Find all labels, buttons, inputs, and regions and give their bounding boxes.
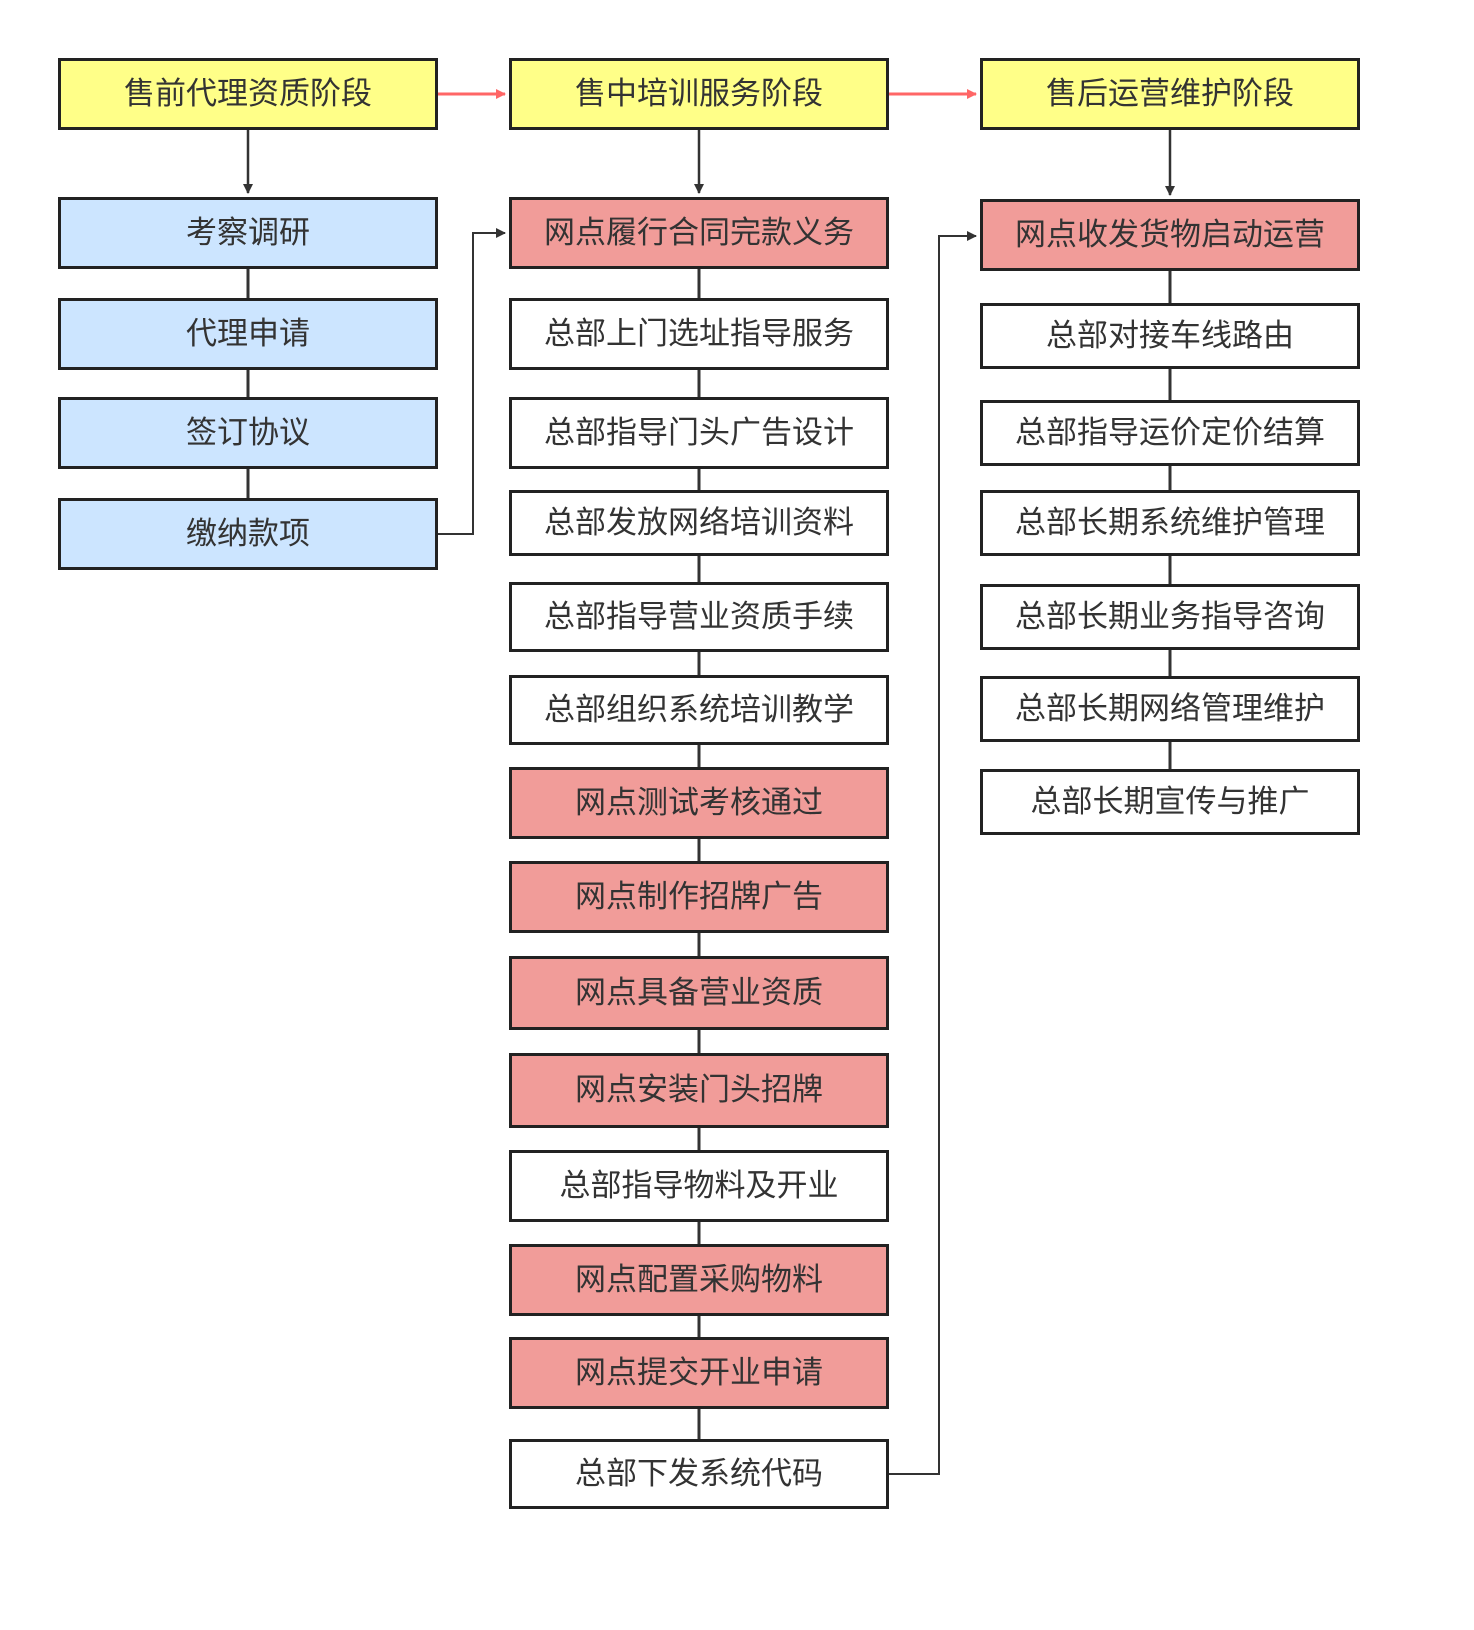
step-pricing-settlement: 总部指导运价定价结算 [980,400,1360,466]
elbow-arrow-pre-to-in [438,228,506,535]
step-license-procedures: 总部指导营业资质手续 [509,582,889,652]
step-pay-fees: 缴纳款项 [58,498,438,570]
step-business-qualification: 网点具备营业资质 [509,956,889,1030]
step-agency-application: 代理申请 [58,298,438,370]
stage-in-sale: 售中培训服务阶段 [509,58,889,130]
step-system-maintenance: 总部长期系统维护管理 [980,490,1360,556]
step-opening-application: 网点提交开业申请 [509,1337,889,1409]
step-sign-agreement: 签订协议 [58,397,438,469]
step-system-training: 总部组织系统培训教学 [509,675,889,745]
stage-after-sale: 售后运营维护阶段 [980,58,1360,130]
step-business-consulting: 总部长期业务指导咨询 [980,584,1360,650]
step-network-maintenance: 总部长期网络管理维护 [980,676,1360,742]
step-site-selection: 总部上门选址指导服务 [509,298,889,370]
step-make-signboard: 网点制作招牌广告 [509,861,889,933]
step-training-materials: 总部发放网络培训资料 [509,490,889,556]
step-pass-assessment: 网点测试考核通过 [509,767,889,839]
step-fulfill-contract: 网点履行合同完款义务 [509,197,889,269]
step-materials-opening: 总部指导物料及开业 [509,1150,889,1222]
elbow-arrow-in-to-after [889,231,977,1475]
step-route-connection: 总部对接车线路由 [980,303,1360,369]
step-install-signboard: 网点安装门头招牌 [509,1053,889,1128]
step-purchase-materials: 网点配置采购物料 [509,1244,889,1316]
step-start-operations: 网点收发货物启动运营 [980,199,1360,271]
step-promotion: 总部长期宣传与推广 [980,769,1360,835]
step-system-code: 总部下发系统代码 [509,1439,889,1509]
step-survey: 考察调研 [58,197,438,269]
stage-pre-sale: 售前代理资质阶段 [58,58,438,130]
step-storefront-design: 总部指导门头广告设计 [509,397,889,469]
